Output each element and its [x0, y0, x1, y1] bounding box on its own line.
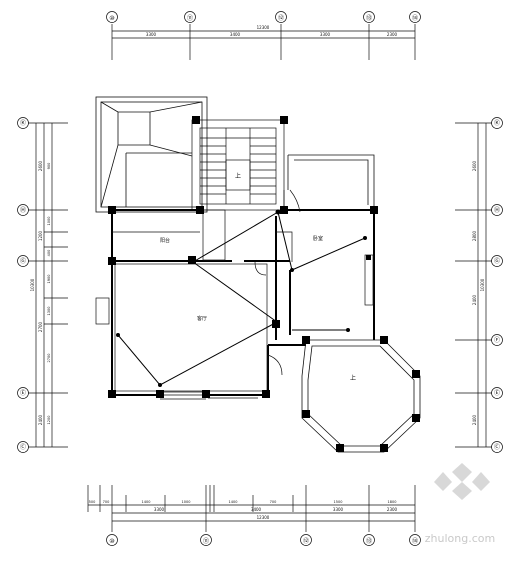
dim-text: 700 — [103, 500, 110, 504]
watermark-logo — [434, 463, 490, 500]
dim-text: 2800 — [472, 230, 477, 241]
grid-label: ⑪ — [187, 14, 193, 22]
grid-label: ⑩ — [109, 538, 114, 545]
right-grid-labels: Ⓚ Ⓗ Ⓖ Ⓕ Ⓔ Ⓒ 10300 2600 2800 2400 2400 — [472, 119, 500, 451]
dim-text: 2700 — [47, 354, 51, 363]
dim-text: 2700 — [38, 321, 43, 332]
left-dimension-system — [17, 117, 68, 453]
north-roof-terrace — [95, 96, 375, 213]
bottom-grid-labels: ⑩ ⑪ ⑫ ⑬ ⑭ 500 700 1400 1000 1400 700 150… — [89, 500, 418, 545]
grid-label: Ⓕ — [494, 336, 500, 344]
dim-text: 3400 — [230, 32, 241, 37]
grid-label: ⑭ — [412, 14, 418, 22]
dim-text: 3300 — [333, 507, 344, 512]
dim-text: 3300 — [154, 507, 165, 512]
inner-wall-lines — [95, 189, 374, 400]
dim-text: 10300 — [480, 278, 485, 291]
grid-label: Ⓒ — [20, 443, 26, 451]
grid-label: ⑫ — [303, 537, 309, 545]
dim-text: 3300 — [320, 32, 331, 37]
dim-text: 2300 — [387, 32, 398, 37]
stair-core — [191, 119, 285, 211]
dim-text: 500 — [89, 500, 96, 504]
grid-label: Ⓚ — [494, 119, 500, 127]
dim-text: 1200 — [47, 416, 51, 425]
room-label-octagon: 上 — [350, 374, 356, 382]
grid-label: Ⓔ — [20, 389, 26, 397]
dim-text: 2400 — [38, 414, 43, 425]
grid-label: Ⓖ — [494, 257, 500, 265]
grid-label: ⑫ — [278, 14, 284, 22]
dim-text: 2600 — [472, 160, 477, 171]
room-label-living: 客厅 — [197, 315, 207, 322]
electrical-fixtures — [116, 209, 367, 387]
grid-label: Ⓔ — [494, 389, 500, 397]
watermark-text: zhulong.com — [425, 532, 495, 545]
octagonal-room — [301, 339, 421, 453]
grid-label: ⑩ — [109, 15, 114, 22]
dim-text: 3300 — [146, 32, 157, 37]
grid-label: ⑬ — [366, 14, 372, 22]
grid-label: Ⓚ — [20, 119, 26, 127]
dim-text: 1200 — [38, 230, 43, 241]
dim-text: 3400 — [251, 507, 262, 512]
electrical-wiring — [117, 211, 366, 386]
dim-text: 2400 — [472, 294, 477, 305]
dim-text: 1500 — [334, 500, 343, 504]
grid-label: Ⓗ — [494, 206, 500, 214]
dim-text: 1800 — [388, 500, 397, 504]
dim-text: 400 — [47, 250, 51, 257]
dim-text: 1400 — [229, 500, 238, 504]
dim-text: 1900 — [47, 275, 51, 284]
dim-text: 12300 — [257, 515, 270, 520]
right-dimension-system — [455, 117, 503, 453]
top-dimension-system — [106, 11, 421, 60]
dim-text: 2600 — [38, 160, 43, 171]
room-label-balcony: 阳台 — [160, 237, 170, 244]
dim-text: 1000 — [182, 500, 191, 504]
dim-text: 900 — [47, 163, 51, 170]
room-label-stair: 上 — [235, 172, 241, 180]
wall-columns — [108, 116, 420, 452]
grid-label: Ⓗ — [20, 206, 26, 214]
top-grid-labels: ⑩ ⑪ ⑫ ⑬ ⑭ 12300 3300 3400 3300 2300 — [109, 14, 418, 37]
grid-label: ⑭ — [412, 537, 418, 545]
dim-text: 1400 — [142, 500, 151, 504]
grid-label: ⑪ — [203, 537, 209, 545]
room-label-bedroom: 卧室 — [313, 235, 323, 242]
main-walls — [111, 209, 375, 396]
dim-text: 2400 — [472, 414, 477, 425]
grid-label: Ⓒ — [494, 443, 500, 451]
dim-text: 1000 — [47, 217, 51, 226]
bottom-dimension-system — [87, 485, 421, 546]
dim-text: 12300 — [257, 25, 270, 30]
dim-text: 10300 — [30, 278, 35, 291]
left-grid-labels: Ⓚ Ⓗ Ⓖ Ⓔ Ⓒ 10300 2600 1200 2700 2400 900 … — [20, 119, 51, 451]
grid-label: ⑬ — [366, 537, 372, 545]
grid-label: Ⓖ — [20, 257, 26, 265]
dim-text: 700 — [270, 500, 277, 504]
dim-text: 1300 — [47, 307, 51, 316]
dim-text: 2300 — [387, 507, 398, 512]
